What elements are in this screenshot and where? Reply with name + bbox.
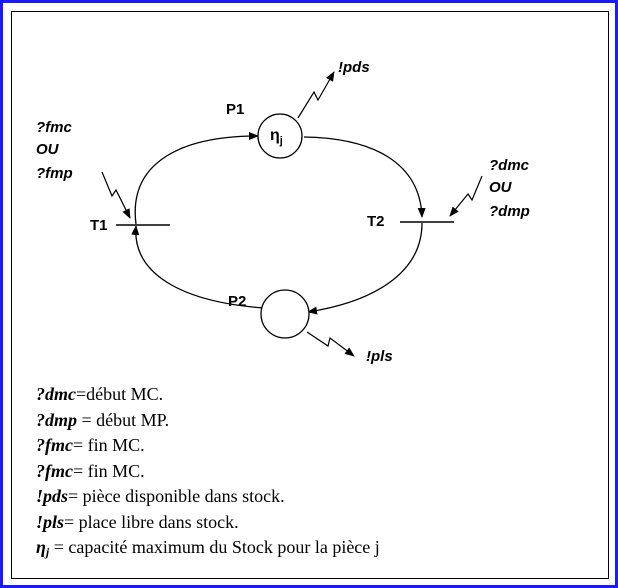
place-p1-label: P1 — [226, 101, 244, 118]
legend-text: =début MC. — [76, 384, 164, 404]
legend-item: !pls= place libre dans stock. — [36, 510, 380, 536]
legend-item: ?dmc=début MC. — [36, 382, 380, 408]
signal-arrow-t1-input — [101, 171, 131, 219]
legend-text: = pièce disponible dans stock. — [68, 486, 285, 506]
signal-t2-line-3: ?dmp — [489, 203, 530, 220]
legend-text: = fin MC. — [72, 435, 145, 455]
legend-item: ?fmc= fin MC. — [36, 433, 380, 459]
legend-text: = capacité maximum du Stock pour la pièc… — [49, 537, 380, 557]
legend-text: = fin MC. — [72, 460, 145, 481]
signal-t1-line-1: ?fmc — [36, 119, 72, 136]
signal-t1-line-2: OU — [36, 141, 60, 158]
legend-term: ?dmp — [36, 409, 78, 430]
legend-subscript: j — [45, 545, 50, 559]
signal-t1-line-3: ?fmp — [36, 165, 73, 182]
legend-text: = place libre dans stock. — [64, 511, 239, 532]
arc-p1-to-t2 — [303, 136, 426, 218]
signal-t2-line-1: ?dmc — [489, 157, 530, 174]
legend-term: ?dmc — [36, 384, 76, 404]
place-p1 — [257, 113, 303, 159]
signal-p2-output: !pls — [366, 348, 393, 365]
place-p2 — [260, 289, 310, 339]
petri-net-diagram: P1 ηj P2 T1 T2 ?fmc OU ?fmp ?dmc OU ?dmp… — [36, 59, 530, 365]
arc-t1-to-p1 — [134, 132, 259, 225]
inner-frame: P1 ηj P2 T1 T2 ?fmc OU ?fmp ?dmc OU ?dmp… — [11, 11, 609, 579]
signal-arrow-p1-output — [297, 71, 335, 119]
legend-item: ?dmp = début MP. — [36, 408, 380, 434]
legend-term: ?fmc — [36, 435, 73, 455]
place-p1-token: ηj — [270, 127, 283, 147]
legend-term: !pds — [36, 486, 69, 506]
signal-arrow-p2-output — [306, 331, 355, 357]
signal-arrow-t2-input — [449, 175, 483, 217]
transition-t1-label: T1 — [90, 217, 108, 234]
legend-term: ?fmc — [36, 460, 73, 481]
place-p2-label: P2 — [228, 293, 246, 310]
legend-item: ?fmc= fin MC. — [36, 459, 380, 485]
legend-term: η — [36, 537, 46, 557]
legend-item: !pds= pièce disponible dans stock. — [36, 484, 380, 510]
signal-t2-line-2: OU — [489, 179, 513, 196]
transition-t2-label: T2 — [367, 213, 385, 230]
arc-t2-to-p2 — [307, 222, 423, 315]
legend-text: = début MP. — [77, 409, 170, 430]
legend-term: !pls — [36, 511, 65, 532]
legend-item: ηj = capacité maximum du Stock pour la p… — [36, 535, 380, 566]
arc-p2-to-t1 — [131, 225, 265, 309]
legend: ?dmc=début MC. ?dmp = début MP. ?fmc= fi… — [36, 382, 380, 566]
signal-p1-output: !pds — [338, 59, 370, 76]
